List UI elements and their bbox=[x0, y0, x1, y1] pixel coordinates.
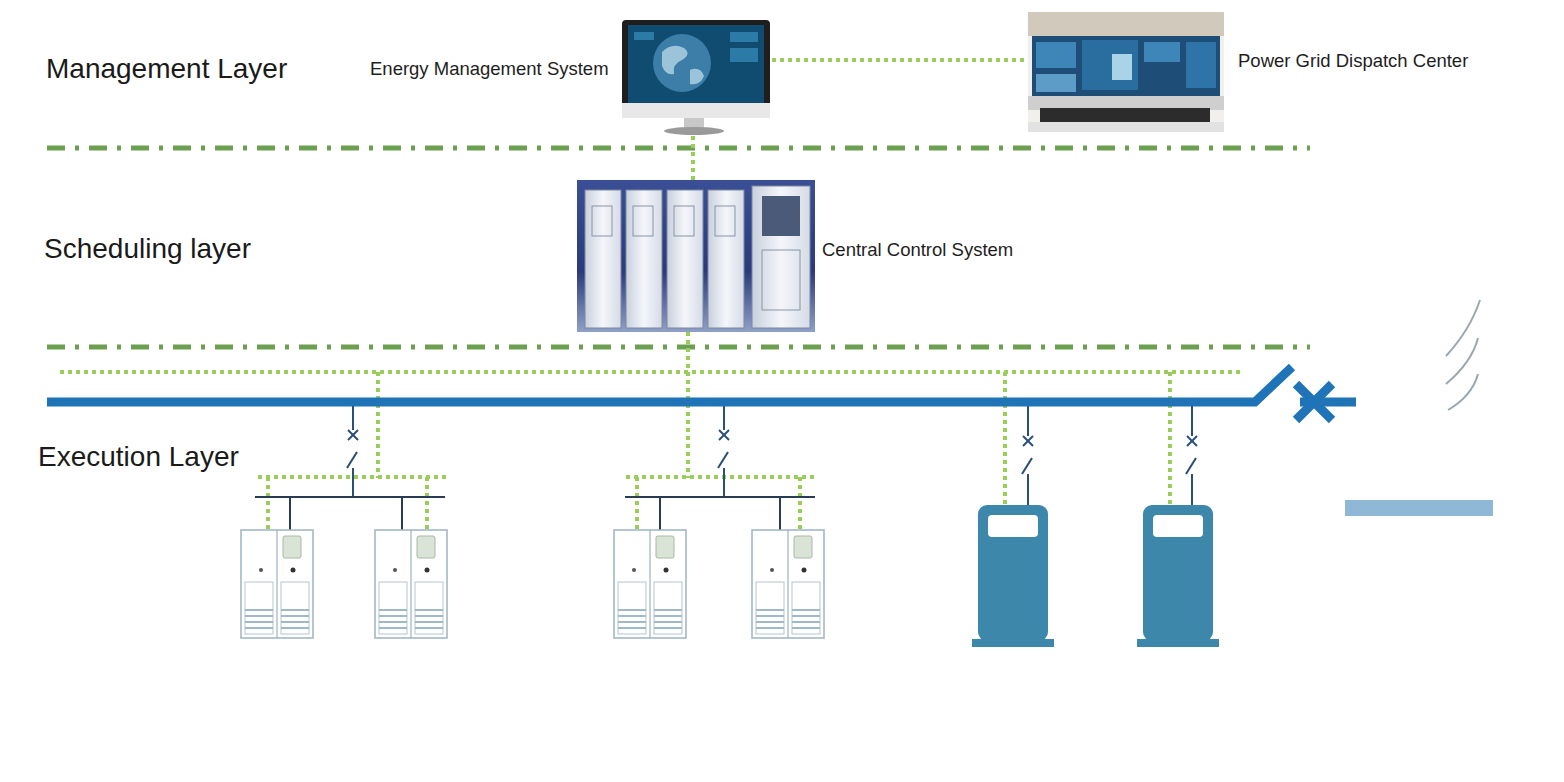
node-label: Central Control System bbox=[822, 239, 1013, 261]
node-label: Energy Management System bbox=[370, 58, 609, 80]
layer-label: Management Layer bbox=[46, 52, 287, 86]
communication-link bbox=[691, 136, 695, 180]
illustrated-node: Power Grid Dispatch Center bbox=[1028, 12, 1488, 132]
layer-label: Scheduling layer bbox=[44, 232, 251, 266]
illustrated-node: Central Control System bbox=[577, 180, 1025, 332]
node-label: Power Grid Dispatch Center bbox=[1238, 50, 1468, 72]
communication-link bbox=[772, 58, 1028, 62]
illustrated-node: Energy Management System bbox=[370, 18, 772, 136]
layer-label: Execution Layer bbox=[38, 440, 239, 474]
